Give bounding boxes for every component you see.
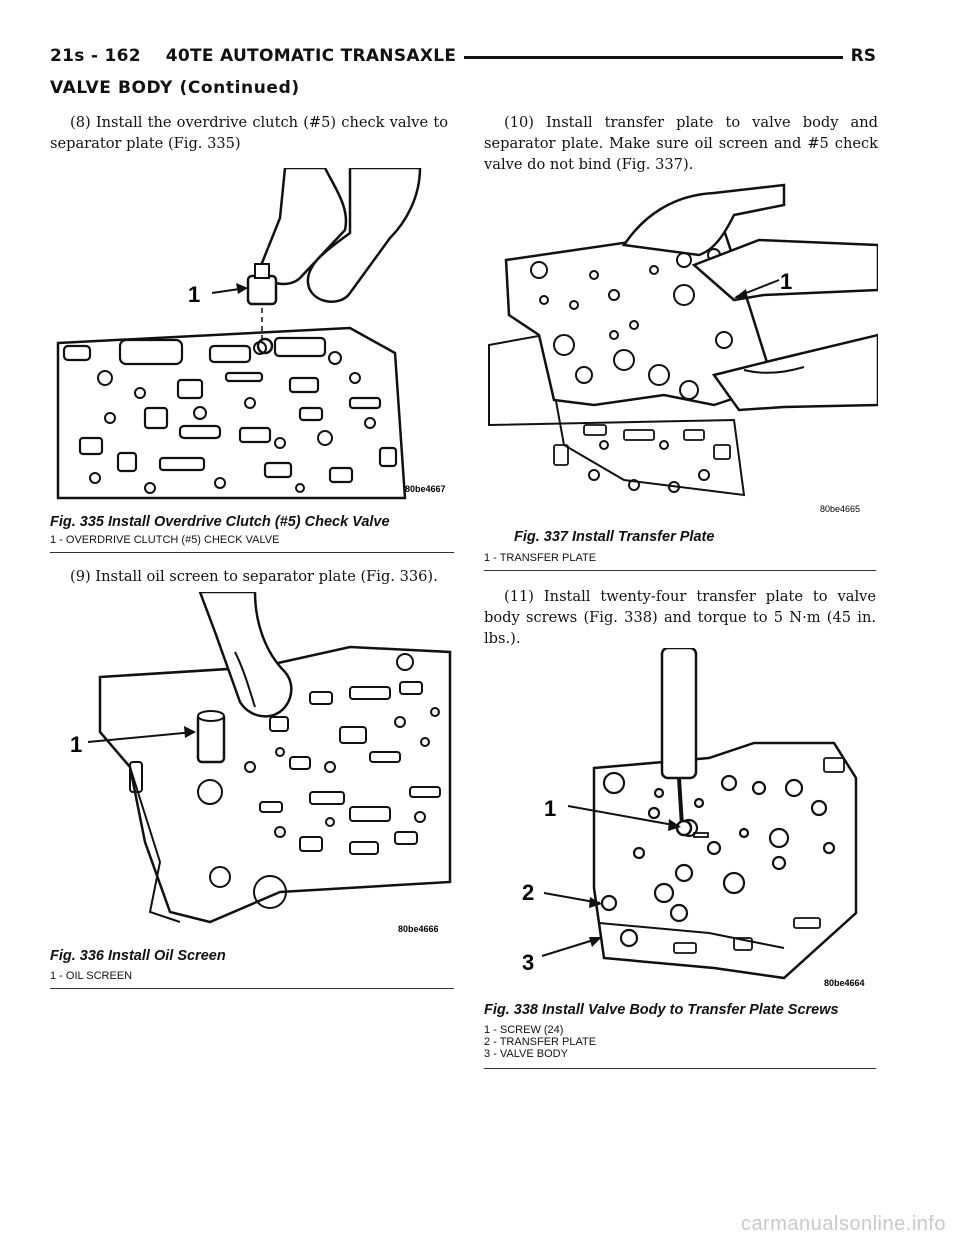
fig338-legend-2: 2 - TRANSFER PLATE: [484, 1036, 597, 1048]
fig337-legend-1: 1 - TRANSFER PLATE: [484, 552, 597, 564]
fig338-code: 80be4664: [824, 978, 865, 988]
fig336-callout-1: 1: [70, 732, 82, 757]
fig338-caption: Fig. 338 Install Valve Body to Transfer …: [484, 1002, 839, 1018]
fig335-callout-1: 1: [188, 282, 200, 307]
step-8-text: (8) Install the overdrive clutch (#5) ch…: [50, 114, 448, 152]
fig337-rule: [484, 570, 876, 571]
step-10-text: (10) Install transfer plate to valve bod…: [484, 114, 878, 173]
watermark: carmanualsonline.info: [740, 1213, 946, 1235]
fig335-caption: Fig. 335 Install Overdrive Clutch (#5) C…: [50, 514, 390, 530]
step-11-text: (11) Install twenty-four transfer plate …: [484, 588, 876, 647]
fig338-legend-1: 1 - SCREW (24): [484, 1024, 564, 1036]
fig335-legend-1: 1 - OVERDRIVE CLUTCH (#5) CHECK VALVE: [50, 534, 280, 546]
fig335-rule: [50, 552, 454, 553]
fig335-code: 80be4667: [405, 484, 446, 494]
fig338-callout-2: 2: [522, 880, 534, 905]
fig336-code: 80be4666: [398, 924, 439, 934]
fig336-caption: Fig. 336 Install Oil Screen: [50, 948, 226, 964]
section-title: VALVE BODY (Continued): [50, 78, 300, 98]
fig337-caption: Fig. 337 Install Transfer Plate: [514, 529, 715, 545]
figure-338-illustration: 1 2 3 80be4664: [484, 648, 876, 996]
fig338-callout-3: 3: [522, 950, 534, 975]
fig337-callout-1: 1: [780, 269, 792, 294]
step-9-text: (9) Install oil screen to separator plat…: [70, 568, 438, 585]
page-header: 21s - 162 40TE AUTOMATIC TRANSAXLE RS: [50, 46, 876, 66]
fig338-rule: [484, 1068, 876, 1069]
figure-337-illustration: 1 80be4665: [484, 175, 878, 525]
figure-335-illustration: 1 80be4667: [50, 168, 450, 506]
fig338-legend-3: 3 - VALVE BODY: [484, 1048, 568, 1060]
fig336-rule: [50, 988, 454, 989]
fig336-legend-1: 1 - OIL SCREEN: [50, 970, 133, 982]
figure-336-illustration: 1 80be4666: [50, 592, 454, 942]
header-title: 21s - 162 40TE AUTOMATIC TRANSAXLE: [50, 46, 465, 66]
fig337-code: 80be4665: [820, 504, 860, 514]
fig338-callout-1: 1: [544, 796, 556, 821]
header-section-code: RS: [842, 46, 876, 66]
